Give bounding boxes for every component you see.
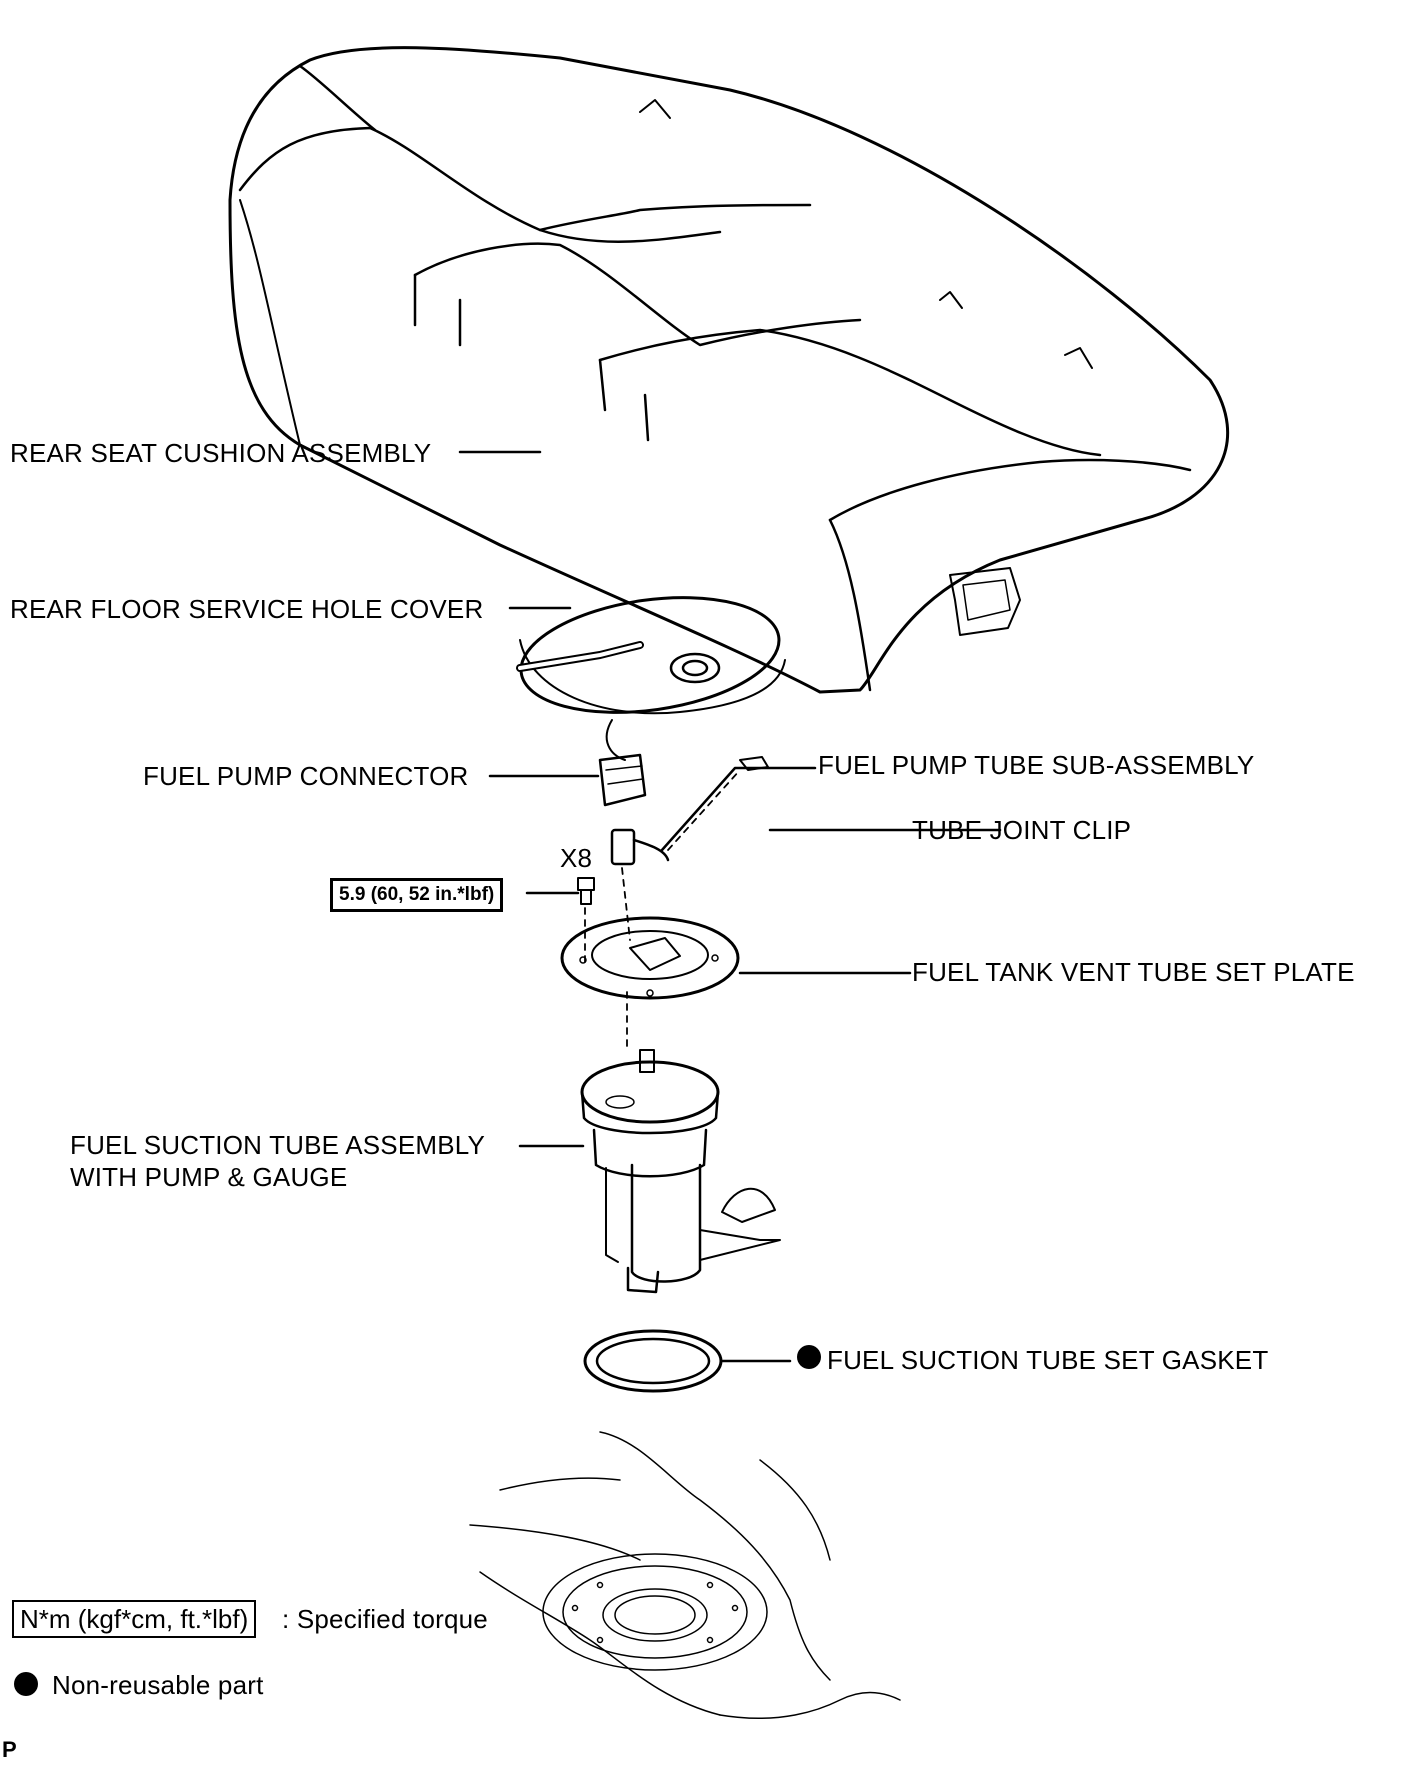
label-fuel-tank-vent-tube-set-plate: FUEL TANK VENT TUBE SET PLATE <box>912 957 1355 987</box>
legend-non-reusable-dot <box>14 1672 38 1696</box>
torque-spec-bolt: 5.9 (60, 52 in.*lbf) <box>330 878 504 912</box>
label-bolt-quantity: X8 <box>560 843 593 873</box>
legend-torque-units-box: N*m (kgf*cm, ft.*lbf) <box>12 1600 257 1638</box>
label-rear-seat-cushion-assembly: REAR SEAT CUSHION ASSEMBLY <box>10 438 432 468</box>
fuel-suction-tube-assembly-illustration <box>580 1049 781 1294</box>
label-rear-floor-service-hole-cover: REAR FLOOR SERVICE HOLE COVER <box>10 594 484 624</box>
alignment-lines <box>584 769 741 1053</box>
non-reusable-marker <box>797 1345 821 1369</box>
label-tube-joint-clip: TUBE JOINT CLIP <box>912 815 1132 845</box>
vent-tube-set-plate-illustration <box>560 916 740 1000</box>
label-fuel-suction-tube-assembly-line2: WITH PUMP & GAUGE <box>70 1162 348 1192</box>
label-fuel-pump-connector: FUEL PUMP CONNECTOR <box>143 761 469 791</box>
bolt-illustration <box>577 877 595 905</box>
legend-non-reusable-text: Non-reusable part <box>52 1670 264 1700</box>
leader-lines <box>458 450 1002 1363</box>
rear-seat-cushion-illustration <box>228 46 1229 694</box>
service-hole-cover-illustration <box>516 596 786 761</box>
fuel-tank-illustration <box>469 1431 901 1720</box>
fuel-pump-connector-illustration <box>598 753 647 807</box>
fuel-suction-tube-set-gasket-illustration <box>583 1329 723 1393</box>
label-fuel-suction-tube-assembly: FUEL SUCTION TUBE ASSEMBLY <box>70 1130 486 1160</box>
label-fuel-suction-tube-set-gasket: FUEL SUCTION TUBE SET GASKET <box>827 1345 1269 1375</box>
label-fuel-pump-tube-sub-assembly: FUEL PUMP TUBE SUB-ASSEMBLY <box>818 750 1255 780</box>
legend-specified-torque-text: : Specified torque <box>282 1604 488 1634</box>
fuel-pump-tube-illustration <box>610 756 769 866</box>
footer-mark: P <box>2 1737 17 1762</box>
